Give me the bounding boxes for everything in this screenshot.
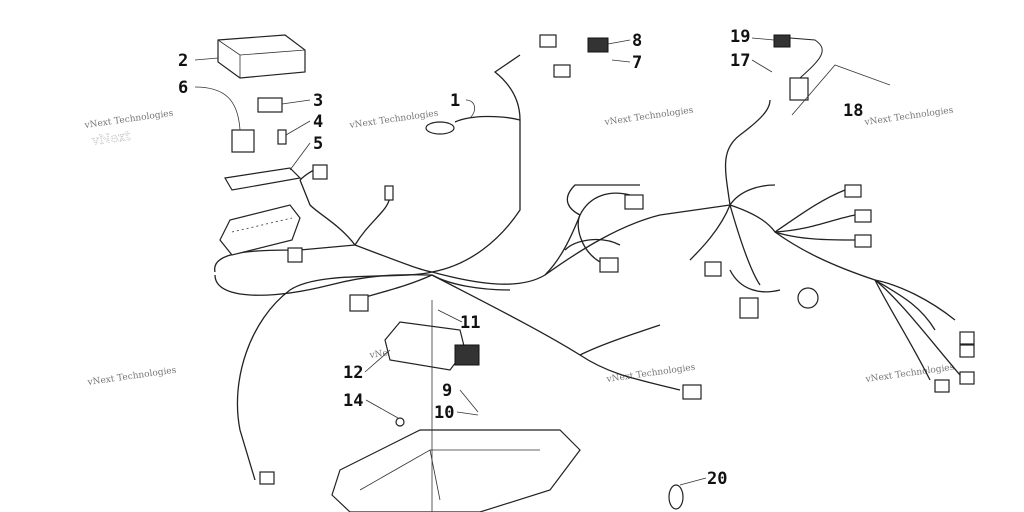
connector <box>844 184 862 198</box>
callout-8: 8 <box>632 31 642 51</box>
callout-4: 4 <box>313 112 323 132</box>
connector <box>934 379 950 393</box>
watermark: vNext Technologies <box>86 366 177 389</box>
clip <box>668 484 684 510</box>
connector <box>287 247 303 263</box>
callout-19: 19 <box>730 27 750 47</box>
connector <box>959 331 975 345</box>
cdi-module <box>384 321 480 371</box>
spark-plug-cap <box>773 34 791 48</box>
battery-tray <box>331 429 581 512</box>
callout-6: 6 <box>178 78 188 98</box>
callout-18: 18 <box>843 101 863 121</box>
callout-7: 7 <box>632 53 642 73</box>
washer <box>395 417 405 427</box>
connector <box>682 384 702 400</box>
callout-1: 1 <box>450 91 460 111</box>
connector <box>599 257 619 273</box>
watermark: vNext Technologies <box>603 106 694 129</box>
callout-5: 5 <box>313 134 323 154</box>
connector <box>312 164 328 180</box>
callout-14: 14 <box>343 391 363 411</box>
watermark-decoration: vNext <box>90 129 132 150</box>
callout-9: 9 <box>442 381 452 401</box>
callout-11: 11 <box>460 313 480 333</box>
connector <box>959 344 975 358</box>
callout-2: 2 <box>178 51 188 71</box>
callout-10: 10 <box>434 403 454 423</box>
callout-12: 12 <box>343 363 363 383</box>
connector <box>259 471 275 485</box>
watermark: vNext Technologies <box>83 109 174 132</box>
relay-box-cover <box>217 34 306 79</box>
mini-relay <box>257 97 283 113</box>
sensor-8 <box>587 37 609 53</box>
connector <box>539 34 557 48</box>
connector <box>854 209 872 223</box>
fuse-box <box>219 204 301 256</box>
callout-20: 20 <box>707 469 727 489</box>
relay <box>231 129 255 153</box>
switch <box>797 287 819 309</box>
callouts: 1 2 3 4 5 6 7 8 9 10 11 12 14 17 18 19 2… <box>178 27 863 489</box>
connector <box>624 194 644 210</box>
watermark: vNext Technologies <box>863 106 954 129</box>
grommet <box>425 121 455 135</box>
connector <box>739 297 759 319</box>
callout-3: 3 <box>313 91 323 111</box>
leader-lines <box>194 37 775 512</box>
harness-wires <box>214 54 961 481</box>
connector <box>349 294 369 312</box>
connector <box>553 64 571 78</box>
connector <box>704 261 722 277</box>
ignition-coil <box>789 77 809 101</box>
connector <box>959 371 975 385</box>
diode <box>384 185 394 201</box>
connector <box>854 234 872 248</box>
spark-plug-wire <box>789 37 823 79</box>
fuse-panel-decal <box>224 167 302 191</box>
fuse <box>277 129 287 145</box>
callout-17: 17 <box>730 51 750 71</box>
